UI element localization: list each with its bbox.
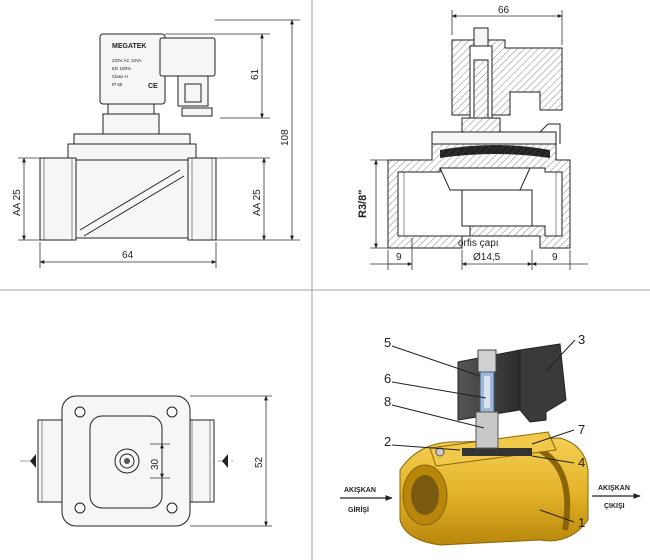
section-view: 66 R3/8" 9 Ø14,5	[357, 5, 588, 270]
inlet-label-1: AKIŞKAN	[344, 487, 376, 494]
callout-8: 8	[384, 394, 391, 409]
callout-leader-1	[539, 509, 575, 523]
dim-height-52: 52	[254, 456, 265, 468]
svg-text:IP 65: IP 65	[112, 82, 123, 87]
outlet-label-1: AKIŞKAN	[598, 485, 630, 492]
plunger-nut	[477, 349, 497, 373]
callout-7: 7	[578, 422, 585, 437]
inlet-label-2: GİRİŞİ	[348, 506, 369, 514]
stem-nut	[102, 113, 160, 135]
callout-leader-5	[391, 345, 481, 377]
bottom-view: 30 52	[20, 395, 272, 527]
dim-coil-height: 61	[250, 68, 261, 80]
bolt-hole	[166, 502, 178, 514]
callout-5: 5	[384, 335, 391, 350]
plunger-top	[473, 27, 489, 47]
bottom-outlet-port	[187, 419, 215, 503]
bolt-hole	[74, 502, 86, 514]
dim-width-66: 66	[498, 5, 510, 16]
ce-mark: CE	[148, 83, 158, 90]
inlet-port	[39, 157, 77, 241]
callout-leader-6	[391, 381, 487, 399]
callout-1: 1	[578, 515, 585, 530]
bolt-hole	[74, 406, 86, 418]
callout-leader-3	[544, 339, 576, 373]
callout-6: 6	[384, 371, 391, 386]
dim-right-9: 9	[552, 252, 558, 263]
orifice-label: orfis çapı	[458, 238, 499, 249]
valve-bonnet	[67, 143, 197, 161]
callout-leader-7	[531, 429, 575, 445]
coil-connector-cutaway	[519, 343, 567, 423]
callout-2: 2	[384, 434, 391, 449]
coil-brand-label: MEGATEK	[112, 43, 146, 50]
front-view: MEGATEK 220V AC 10VA ED 100% Class H IP …	[12, 19, 300, 268]
plunger-core	[473, 59, 489, 119]
dim-left-9: 9	[396, 252, 402, 263]
callout-leader-4	[531, 455, 575, 464]
dim-thread: R3/8"	[357, 190, 369, 218]
callout-leader-2	[391, 444, 461, 451]
coil-section	[451, 39, 563, 116]
svg-text:220V AC 10VA: 220V AC 10VA	[112, 58, 142, 63]
dim-width-64: 64	[122, 250, 134, 261]
cutaway-view: AKIŞKAN GİRİŞİ AKIŞKAN ÇIKIŞI 5 3 6 8 2 …	[340, 332, 641, 546]
dim-total-height: 108	[280, 129, 291, 146]
outlet-port	[187, 157, 217, 241]
dim-port-left: AA 25	[12, 189, 23, 216]
connector-housing	[159, 37, 216, 77]
svg-text:Class H: Class H	[112, 74, 128, 79]
dim-orifice: Ø14,5	[473, 252, 501, 263]
outlet-label-2: ÇIKIŞI	[604, 503, 625, 510]
callout-leader-8	[391, 404, 485, 429]
callout-3: 3	[578, 332, 585, 347]
svg-text:ED 100%: ED 100%	[112, 66, 131, 71]
diaphragm-cutaway	[462, 448, 532, 456]
dim-port-right: AA 25	[252, 189, 263, 216]
dim-inner-30: 30	[150, 458, 161, 470]
bolt-hole	[166, 406, 178, 418]
callout-4: 4	[578, 455, 585, 470]
